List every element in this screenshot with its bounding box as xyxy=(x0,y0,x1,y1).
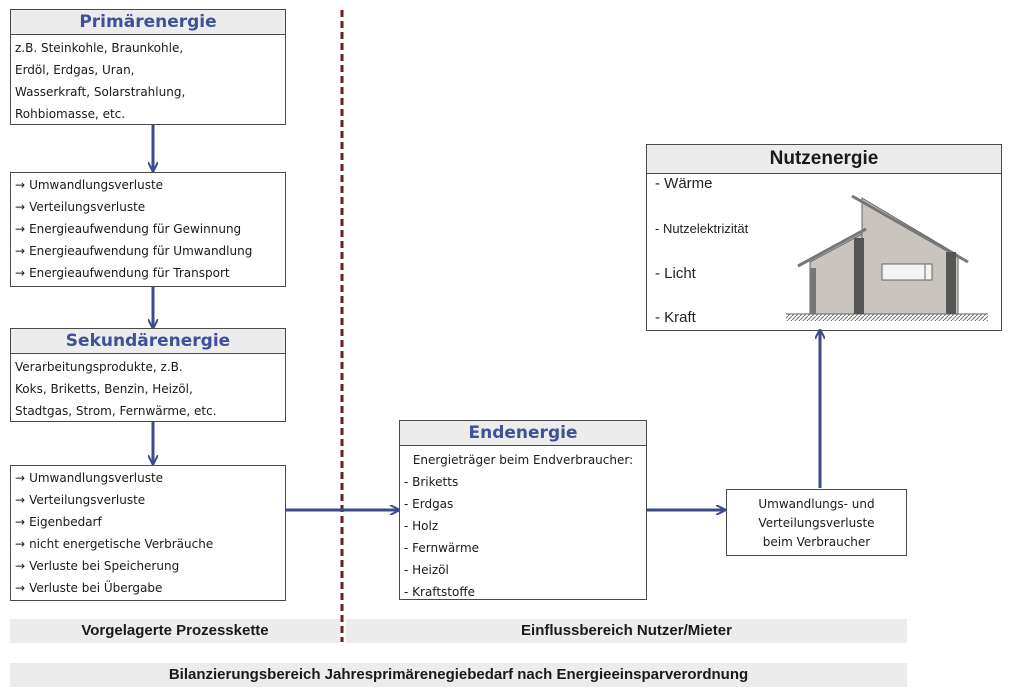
sekundaerenergie-title: Sekundärenergie xyxy=(11,329,285,354)
primaerenergie-box: Primärenergie z.B. Steinkohle, Braunkohl… xyxy=(10,9,286,125)
arrow-right-icon: → xyxy=(15,559,26,573)
list-item: →Umwandlungsverluste xyxy=(15,471,164,485)
house-illustration xyxy=(786,194,988,321)
verbraucher-line: Umwandlungs- und xyxy=(758,497,875,511)
endenergie-box: Endenergie Energieträger beim Endverbrau… xyxy=(399,420,647,600)
nutzenergie-item: - Wärme xyxy=(655,175,713,192)
list-item: →Energieaufwendung für Transport xyxy=(15,266,230,280)
endenergie-item: - Briketts xyxy=(404,475,459,489)
arrow-right-icon: → xyxy=(15,515,26,529)
verbraucher-verluste-box: Umwandlungs- und Verteilungsverluste bei… xyxy=(726,489,907,556)
footer-einflussbereich: Einflussbereich Nutzer/Mieter xyxy=(346,619,907,643)
primaerenergie-line: Rohbiomasse, etc. xyxy=(15,107,126,121)
endenergie-item: - Kraftstoffe xyxy=(404,585,475,599)
arrow-right-icon: → xyxy=(15,200,26,214)
arrow-right-icon: → xyxy=(15,244,26,258)
verbraucher-verluste-text: Umwandlungs- und Verteilungsverluste bei… xyxy=(727,490,906,554)
sekundaerenergie-line: Koks, Briketts, Benzin, Heizöl, xyxy=(15,382,193,396)
verbraucher-line: Verteilungsverluste xyxy=(758,516,875,530)
endenergie-list: Energieträger beim Endverbraucher: - Bri… xyxy=(400,446,646,605)
endenergie-item: - Erdgas xyxy=(404,497,454,511)
endenergie-item: - Fernwärme xyxy=(404,541,480,555)
verluste-gewinnung-box: →Umwandlungsverluste →Verteilungsverlust… xyxy=(10,172,286,287)
arrow-right-icon: → xyxy=(15,493,26,507)
list-item: →Verluste bei Übergabe xyxy=(15,581,163,595)
list-item: →Verteilungsverluste xyxy=(15,493,146,507)
endenergie-item: - Holz xyxy=(404,519,439,533)
arrow-right-icon: → xyxy=(15,581,26,595)
list-item: →Verluste bei Speicherung xyxy=(15,559,180,573)
verluste-gewinnung-list: →Umwandlungsverluste →Verteilungsverlust… xyxy=(11,173,285,286)
verluste-verteilung-box: →Umwandlungsverluste →Verteilungsverlust… xyxy=(10,465,286,601)
sekundaerenergie-box: Sekundärenergie Verarbeitungsprodukte, z… xyxy=(10,328,286,422)
arrow-right-icon: → xyxy=(15,222,26,236)
endenergie-title: Endenergie xyxy=(400,421,646,446)
arrow-right-icon: → xyxy=(15,178,26,192)
arrow-right-icon: → xyxy=(15,471,26,485)
primaerenergie-list: z.B. Steinkohle, Braunkohle, Erdöl, Erdg… xyxy=(11,35,285,127)
list-item: →Verteilungsverluste xyxy=(15,200,146,214)
sekundaerenergie-line: Stadtgas, Strom, Fernwärme, etc. xyxy=(15,404,217,418)
endenergie-item: - Heizöl xyxy=(404,563,449,577)
primaerenergie-line: z.B. Steinkohle, Braunkohle, xyxy=(15,41,184,55)
verbraucher-line: beim Verbraucher xyxy=(762,535,871,549)
nutzenergie-item: - Licht xyxy=(655,265,696,282)
nutzenergie-item: - Nutzelektrizität xyxy=(655,221,749,236)
primaerenergie-title: Primärenergie xyxy=(11,10,285,35)
list-item: →Umwandlungsverluste xyxy=(15,178,164,192)
list-item: →Energieaufwendung für Gewinnung xyxy=(15,222,242,236)
list-item: →Eigenbedarf xyxy=(15,515,102,529)
arrow-right-icon: → xyxy=(15,266,26,280)
list-item: →Energieaufwendung für Umwandlung xyxy=(15,244,253,258)
primaerenergie-line: Wasserkraft, Solarstrahlung, xyxy=(15,85,186,99)
endenergie-subtitle: Energieträger beim Endverbraucher: xyxy=(412,453,634,467)
list-item: →nicht energetische Verbräuche xyxy=(15,537,214,551)
nutzenergie-title: Nutzenergie xyxy=(647,145,1001,174)
primaerenergie-line: Erdöl, Erdgas, Uran, xyxy=(15,63,135,77)
footer-vorgelagert: Vorgelagerte Prozesskette xyxy=(10,619,340,643)
sekundaerenergie-list: Verarbeitungsprodukte, z.B. Koks, Briket… xyxy=(11,354,285,424)
nutzenergie-item: - Kraft xyxy=(655,309,696,326)
verluste-verteilung-list: →Umwandlungsverluste →Verteilungsverlust… xyxy=(11,466,285,601)
nutzenergie-box: Nutzenergie - Wärme - Nutzelektrizität -… xyxy=(646,144,1002,331)
sekundaerenergie-line: Verarbeitungsprodukte, z.B. xyxy=(15,360,183,374)
arrow-right-icon: → xyxy=(15,537,26,551)
footer-bilanzierungsbereich: Bilanzierungsbereich Jahresprimärenegieb… xyxy=(10,663,907,687)
